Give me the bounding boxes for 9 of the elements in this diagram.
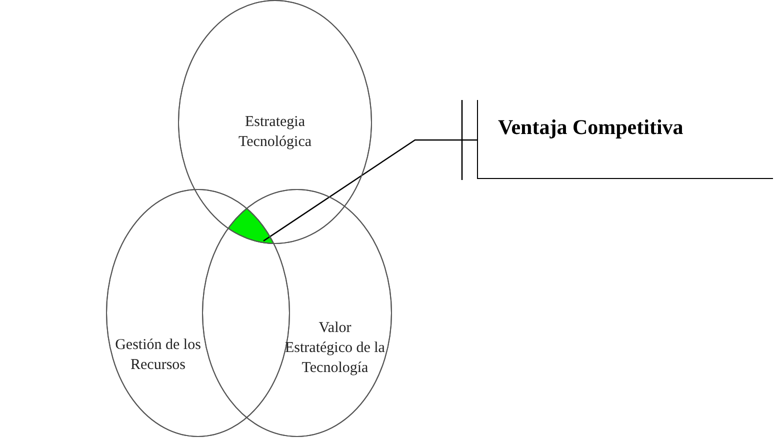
intersection-region: [228, 208, 274, 244]
callout-text: Ventaja Competitiva: [498, 115, 684, 140]
set-label: Gestión de los Recursos: [114, 336, 202, 375]
set-circle: [202, 189, 392, 437]
callout-box: [477, 100, 773, 179]
leader-line: [263, 100, 477, 242]
set-label: Valor Estratégico de la Tecnología: [285, 319, 385, 378]
set-circle: [178, 0, 372, 244]
set-label: Estrategia Tecnológica: [237, 113, 313, 152]
